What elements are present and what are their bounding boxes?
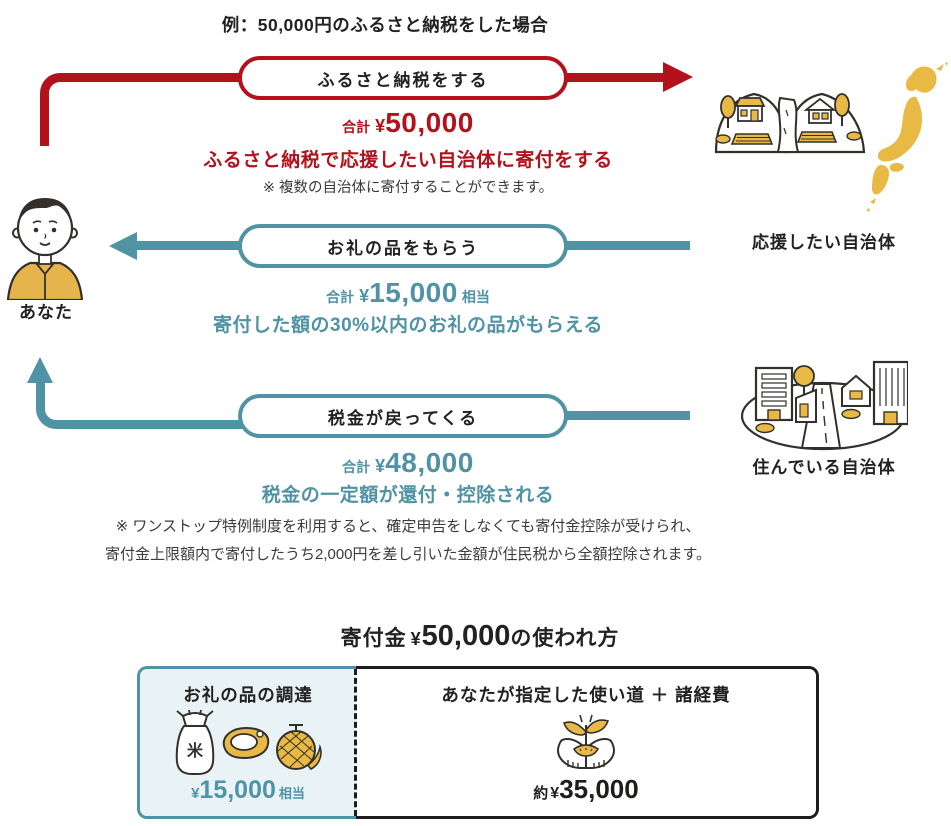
step-gift-pill: お礼の品をもらう	[238, 224, 568, 268]
city-icon	[738, 348, 908, 454]
japan-map-icon	[866, 62, 948, 218]
donate-amount-value: 50,000	[385, 107, 474, 138]
usage-title-suffix: の使われ方	[510, 627, 620, 650]
step-tax-pill: 税金が戻ってくる	[238, 394, 568, 438]
tax-arrow-elbow	[36, 382, 247, 429]
village-icon	[714, 76, 866, 154]
step-donate-pill-label: ふるさと納税をする	[317, 70, 489, 90]
gift-amount: 合計 ¥ 15,000 相当	[88, 277, 728, 309]
tax-amount-value: 48,000	[385, 447, 474, 478]
donate-note: ※ 複数の自治体に寄付することができます。	[262, 180, 554, 196]
gift-procurement-label: お礼の品の調達	[183, 685, 313, 705]
usage-title-currency: ¥	[410, 629, 421, 649]
usage-box-dashed-divider	[354, 669, 357, 816]
tax-amount-currency: ¥	[375, 456, 386, 476]
footnote-line-1: ※ ワンストップ特例制度を利用すると、確定申告をしなくても寄付金控除が受けられ、	[115, 518, 701, 535]
page-title: 例：50,000円のふるさと納税をした場合	[221, 15, 549, 35]
designated-use-amount: 約 ¥ 35,000	[533, 774, 638, 805]
gift-amount-prefix: 合計	[326, 289, 355, 305]
gift-cost-currency: ¥	[191, 785, 200, 802]
tax-arrow-line-right	[566, 411, 690, 420]
usage-title: 寄付金 ¥ 50,000 の使われ方	[140, 620, 820, 653]
you-label: あなた	[19, 303, 73, 322]
step-gift-pill-label: お礼の品をもらう	[327, 238, 479, 258]
gift-cost-suffix: 相当	[278, 786, 305, 801]
gift-arrow-line-left	[134, 241, 240, 250]
usage-title-prefix: 寄付金	[340, 627, 407, 650]
usage-title-amount: 50,000	[421, 620, 511, 652]
gift-amount-value: 15,000	[369, 277, 458, 308]
gift-items-icon: 米	[172, 708, 324, 776]
gift-amount-suffix: 相当	[461, 289, 490, 305]
gift-description: 寄付した額の30%以内のお礼の品がもらえる	[213, 315, 603, 336]
donate-arrow-line	[566, 73, 666, 82]
hands-sprout-icon	[553, 711, 619, 771]
tax-arrowhead-north-icon	[27, 357, 53, 383]
designated-amount-prefix: 約	[533, 785, 549, 802]
step-tax-pill-label: 税金が戻ってくる	[327, 408, 479, 428]
home-municipality-label: 住んでいる自治体	[752, 458, 896, 477]
tax-amount-prefix: 合計	[342, 459, 371, 475]
support-municipality-label: 応援したい自治体	[752, 233, 896, 252]
gift-amount-currency: ¥	[359, 286, 370, 306]
donate-amount-prefix: 合計	[342, 119, 371, 135]
usage-box-gift-segment: お礼の品の調達 米 ¥	[137, 666, 356, 819]
designated-amount-currency: ¥	[550, 785, 560, 802]
gift-arrow-line-right	[566, 241, 690, 250]
donate-arrow-elbow	[40, 73, 247, 146]
tax-amount: 合計 ¥ 48,000	[88, 447, 728, 479]
donate-amount: 合計 ¥ 50,000	[88, 107, 728, 139]
gift-cost-value: 15,000	[199, 776, 276, 804]
designated-use-label: あなたが指定した使い道 ＋ 諸経費	[441, 685, 731, 705]
donate-description: ふるさと納税で応援したい自治体に寄付をする	[203, 150, 613, 171]
one-stop-footnote: ※ ワンストップ特例制度を利用すると、確定申告をしなくても寄付金控除が受けられ、…	[88, 513, 728, 569]
step-donate-pill: ふるさと納税をする	[238, 56, 568, 100]
tax-description: 税金の一定額が還付・控除される	[261, 485, 555, 506]
donate-amount-currency: ¥	[375, 116, 386, 136]
gift-cost-amount: ¥ 15,000 相当	[191, 776, 305, 805]
donate-arrowhead-east-icon	[663, 62, 693, 92]
footnote-line-2: 寄付金上限額内で寄付したうち2,000円を差し引いた金額が住民税から全額控除され…	[104, 545, 712, 563]
gift-arrowhead-west-icon	[109, 232, 137, 260]
designated-amount-value: 35,000	[559, 774, 639, 804]
person-you-icon	[6, 186, 84, 300]
rice-character: 米	[187, 741, 204, 760]
usage-box-designated-segment: あなたが指定した使い道 ＋ 諸経費 約 ¥ 35,000	[356, 666, 819, 819]
